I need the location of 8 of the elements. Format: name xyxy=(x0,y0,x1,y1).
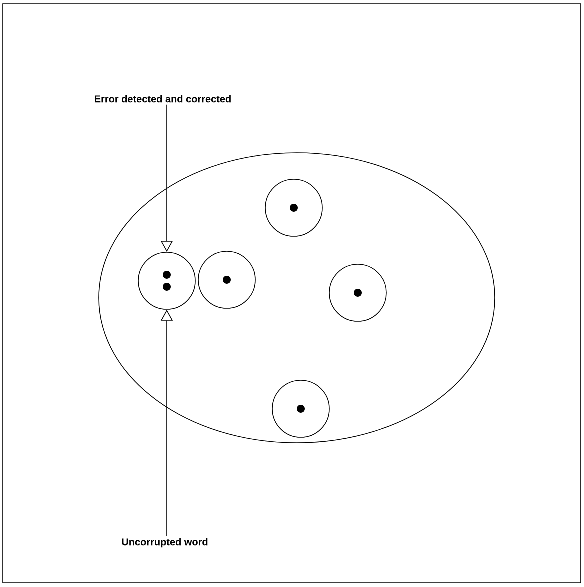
circle xyxy=(138,252,196,310)
ellipse xyxy=(98,152,496,444)
circle xyxy=(329,264,387,322)
label-text: Error detected and corrected xyxy=(95,95,231,103)
circle xyxy=(272,380,330,438)
label-text: Uncorrupted word xyxy=(122,538,208,548)
circle xyxy=(198,251,256,309)
circle xyxy=(265,179,323,237)
